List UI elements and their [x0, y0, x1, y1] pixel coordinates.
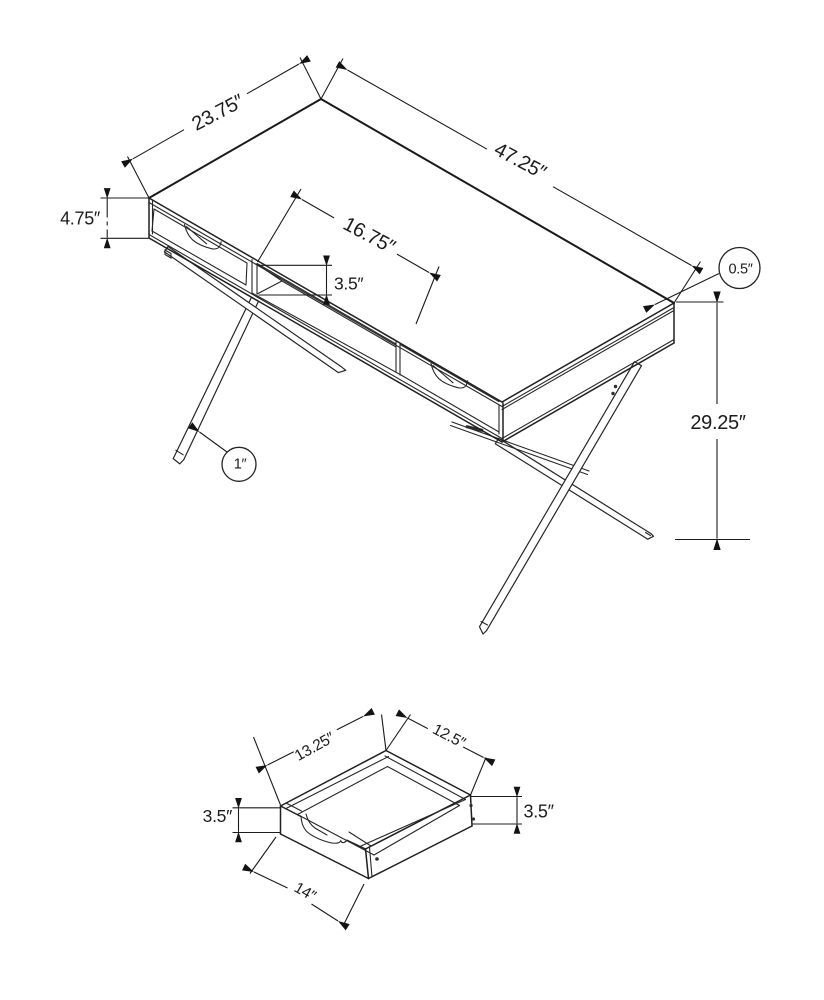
- svg-text:3.5″: 3.5″: [524, 802, 555, 822]
- svg-text:1″: 1″: [234, 457, 247, 473]
- svg-text:3.5″: 3.5″: [203, 806, 232, 826]
- svg-text:4.75″: 4.75″: [60, 209, 101, 229]
- svg-text:29.25″: 29.25″: [690, 412, 746, 434]
- svg-text:0.5″: 0.5″: [728, 262, 752, 278]
- svg-text:3.5″: 3.5″: [334, 274, 363, 294]
